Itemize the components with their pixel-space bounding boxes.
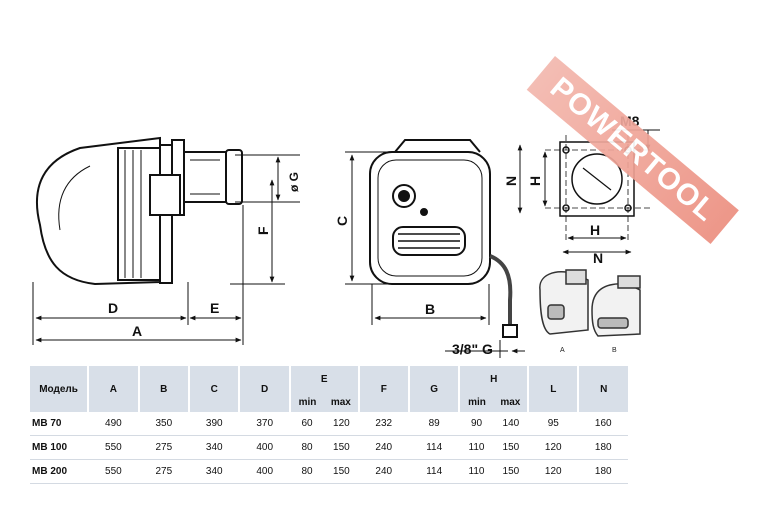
header-h-min: min — [458, 392, 494, 412]
header-l: L — [527, 366, 579, 412]
header-d: D — [238, 366, 290, 412]
value-cell-h-min: 90 — [459, 412, 494, 436]
header-e-max: max — [324, 392, 359, 412]
model-cell: MB 70 — [30, 412, 89, 436]
dim-label-thread: 3/8" G — [452, 341, 493, 357]
value-cell-b: 350 — [138, 412, 190, 436]
value-cell-a: 490 — [88, 412, 139, 436]
value-cell-f: 240 — [358, 459, 409, 484]
value-cell-d: 400 — [239, 459, 290, 484]
dim-label-n-vertical: N — [503, 176, 519, 186]
value-cell-n: 180 — [578, 435, 628, 460]
value-cell-c: 390 — [189, 412, 240, 436]
value-cell-h-max: 150 — [493, 459, 529, 484]
value-cell-g: 89 — [408, 412, 460, 436]
table-header-row: Модель A B C D E F G H L N — [30, 366, 628, 412]
dim-label-f: F — [255, 226, 271, 235]
dim-label-d: D — [108, 300, 118, 316]
model-cell: MB 100 — [30, 435, 89, 460]
variant-a-image — [539, 269, 589, 335]
header-f: F — [357, 366, 409, 412]
dim-label-e: E — [210, 300, 219, 316]
header-a: A — [87, 366, 139, 412]
side-dimensions — [32, 154, 300, 345]
header-model: Модель — [30, 366, 89, 412]
burner-front-view — [369, 139, 518, 338]
value-cell-b: 275 — [138, 435, 190, 460]
value-cell-g: 114 — [408, 459, 460, 484]
header-e: E — [288, 366, 359, 392]
value-cell-h-max: 140 — [493, 412, 529, 436]
header-n: N — [577, 366, 628, 412]
header-h: H — [458, 366, 529, 392]
value-cell-l: 95 — [528, 412, 579, 436]
value-cell-h-min: 110 — [459, 459, 494, 484]
value-cell-d: 370 — [239, 412, 290, 436]
value-cell-e-max: 150 — [324, 435, 359, 460]
value-cell-g: 114 — [408, 435, 460, 460]
value-cell-f: 232 — [358, 412, 409, 436]
variant-b-label: B — [612, 347, 617, 354]
header-b: B — [137, 366, 190, 412]
dim-label-n-horizontal: N — [593, 250, 603, 266]
table-subheader-row: min max min max — [30, 392, 628, 412]
header-e-min: min — [288, 392, 325, 412]
dim-label-h-horizontal: H — [590, 222, 600, 238]
value-cell-a: 550 — [88, 459, 139, 484]
value-cell-h-max: 150 — [493, 435, 529, 460]
value-cell-e-min: 80 — [289, 459, 325, 484]
variant-a-label: A — [560, 347, 565, 354]
dim-label-g: ø G — [287, 172, 301, 192]
dim-label-a: A — [132, 323, 142, 339]
front-dimensions — [345, 151, 525, 358]
value-cell-f: 240 — [358, 435, 409, 460]
value-cell-n: 180 — [578, 459, 628, 484]
value-cell-d: 400 — [239, 435, 290, 460]
variant-b-image — [591, 275, 641, 337]
value-cell-e-min: 60 — [289, 412, 325, 436]
value-cell-a: 550 — [88, 435, 139, 460]
value-cell-e-min: 80 — [289, 435, 325, 460]
value-cell-l: 120 — [528, 435, 579, 460]
header-g: G — [407, 366, 460, 412]
model-cell: MB 200 — [30, 459, 89, 484]
value-cell-c: 340 — [189, 435, 240, 460]
value-cell-c: 340 — [189, 459, 240, 484]
value-cell-n: 160 — [578, 412, 628, 436]
dim-label-c: C — [334, 216, 350, 226]
value-cell-e-max: 120 — [324, 412, 359, 436]
dim-label-h-vertical: H — [527, 176, 543, 186]
header-c: C — [188, 366, 240, 412]
dimensions-table: Модель A B C D E F G H L N min max min m… — [30, 366, 628, 484]
value-cell-e-max: 150 — [324, 459, 359, 484]
value-cell-h-min: 110 — [459, 435, 494, 460]
burner-side-view — [35, 136, 243, 286]
value-cell-b: 275 — [138, 459, 190, 484]
dim-label-b: B — [425, 301, 435, 317]
header-h-max: max — [493, 392, 529, 412]
value-cell-l: 120 — [528, 459, 579, 484]
